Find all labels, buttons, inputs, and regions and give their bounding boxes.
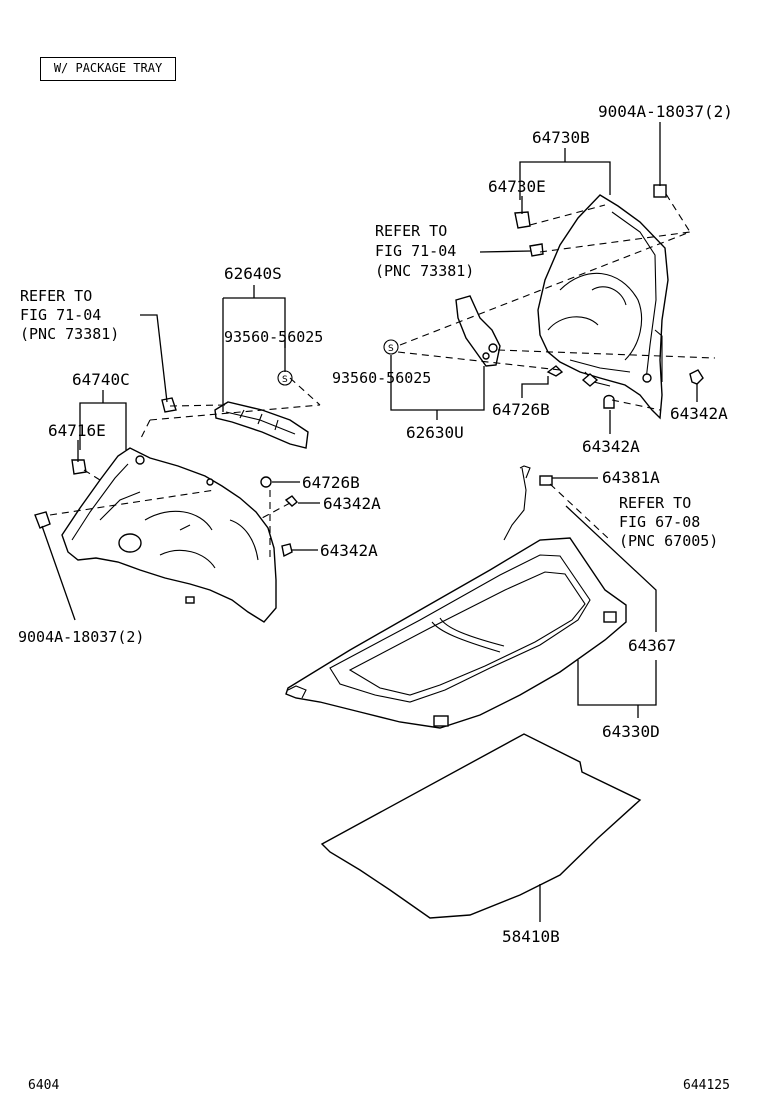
clip-refer-left bbox=[161, 397, 177, 413]
leader-lines bbox=[41, 122, 698, 922]
label-64381a: 64381A bbox=[602, 468, 660, 487]
label-refer-tray-line2: FIG 67-08 bbox=[619, 513, 701, 531]
clip-64730e bbox=[514, 211, 531, 229]
clip-9004a-top bbox=[653, 184, 667, 198]
label-refer-left-line3: (PNC 73381) bbox=[20, 325, 120, 343]
assembly-lines bbox=[49, 193, 716, 560]
svg-text:S: S bbox=[388, 344, 394, 354]
screw-93560-right bbox=[383, 339, 399, 355]
clip-64342a-left2 bbox=[281, 543, 293, 558]
label-64342a-right1: 64342A bbox=[670, 404, 728, 423]
label-refer-tray-line3: (PNC 67005) bbox=[619, 532, 719, 550]
clip-9004a-bottom bbox=[34, 511, 51, 529]
svg-text:S: S bbox=[282, 375, 288, 385]
clip-64381a bbox=[539, 475, 553, 486]
plug-64726b-left bbox=[260, 476, 272, 488]
label-64342a-left1: 64342A bbox=[323, 494, 381, 513]
label-64367: 64367 bbox=[628, 636, 677, 655]
plug-64726b-right bbox=[546, 365, 564, 377]
label-refer-right-line1: REFER TO bbox=[375, 222, 448, 240]
label-64726b-left: 64726B bbox=[302, 473, 360, 492]
label-58410b: 58410B bbox=[502, 927, 560, 946]
label-64730b: 64730B bbox=[532, 128, 590, 147]
clip-refer-right bbox=[529, 243, 544, 257]
label-refer-left-line2: FIG 71-04 bbox=[20, 306, 102, 324]
left-bracket-62640s bbox=[214, 401, 309, 449]
label-refer-left-line1: REFER TO bbox=[20, 287, 93, 305]
label-93560-right: 93560-56025 bbox=[332, 369, 432, 387]
clip-64716e bbox=[71, 459, 87, 475]
clip-64342a-right2 bbox=[603, 394, 615, 409]
tray-cord bbox=[503, 467, 527, 541]
label-64726b-right: 64726B bbox=[492, 400, 550, 419]
clip-64342a-right1 bbox=[689, 369, 704, 385]
footer-page-right: 644125 bbox=[683, 1078, 730, 1093]
label-refer-right-line2: FIG 71-04 bbox=[375, 242, 457, 260]
tray-cord-hook bbox=[519, 465, 531, 479]
label-62630u: 62630U bbox=[406, 423, 464, 442]
right-bracket-62630u bbox=[455, 295, 501, 367]
variant-box-text: W/ PACKAGE TRAY bbox=[53, 61, 163, 75]
footer-page-left: 6404 bbox=[28, 1078, 60, 1093]
clip-64342a-left1 bbox=[284, 495, 298, 507]
label-64716e: 64716E bbox=[48, 421, 106, 440]
label-64740c: 64740C bbox=[72, 370, 130, 389]
label-64342a-right2: 64342A bbox=[582, 437, 640, 456]
clip-right-inner bbox=[581, 373, 599, 387]
label-62640s: 62640S bbox=[224, 264, 282, 283]
variant-box: W/ PACKAGE TRAY bbox=[40, 57, 176, 81]
label-64730e: 64730E bbox=[488, 177, 546, 196]
label-9004a-top: 9004A-18037(2) bbox=[598, 102, 733, 121]
label-64330d: 64330D bbox=[602, 722, 660, 741]
floor-mat bbox=[320, 733, 642, 919]
label-refer-right-line3: (PNC 73381) bbox=[375, 262, 475, 280]
left-quarter-trim-panel bbox=[61, 447, 277, 623]
label-93560-left: 93560-56025 bbox=[224, 328, 324, 346]
label-64342a-left2: 64342A bbox=[320, 541, 378, 560]
package-tray bbox=[285, 537, 627, 729]
label-9004a-bottom: 9004A-18037(2) bbox=[18, 628, 145, 646]
right-quarter-trim-panel bbox=[537, 194, 669, 420]
label-refer-tray-line1: REFER TO bbox=[619, 494, 692, 512]
